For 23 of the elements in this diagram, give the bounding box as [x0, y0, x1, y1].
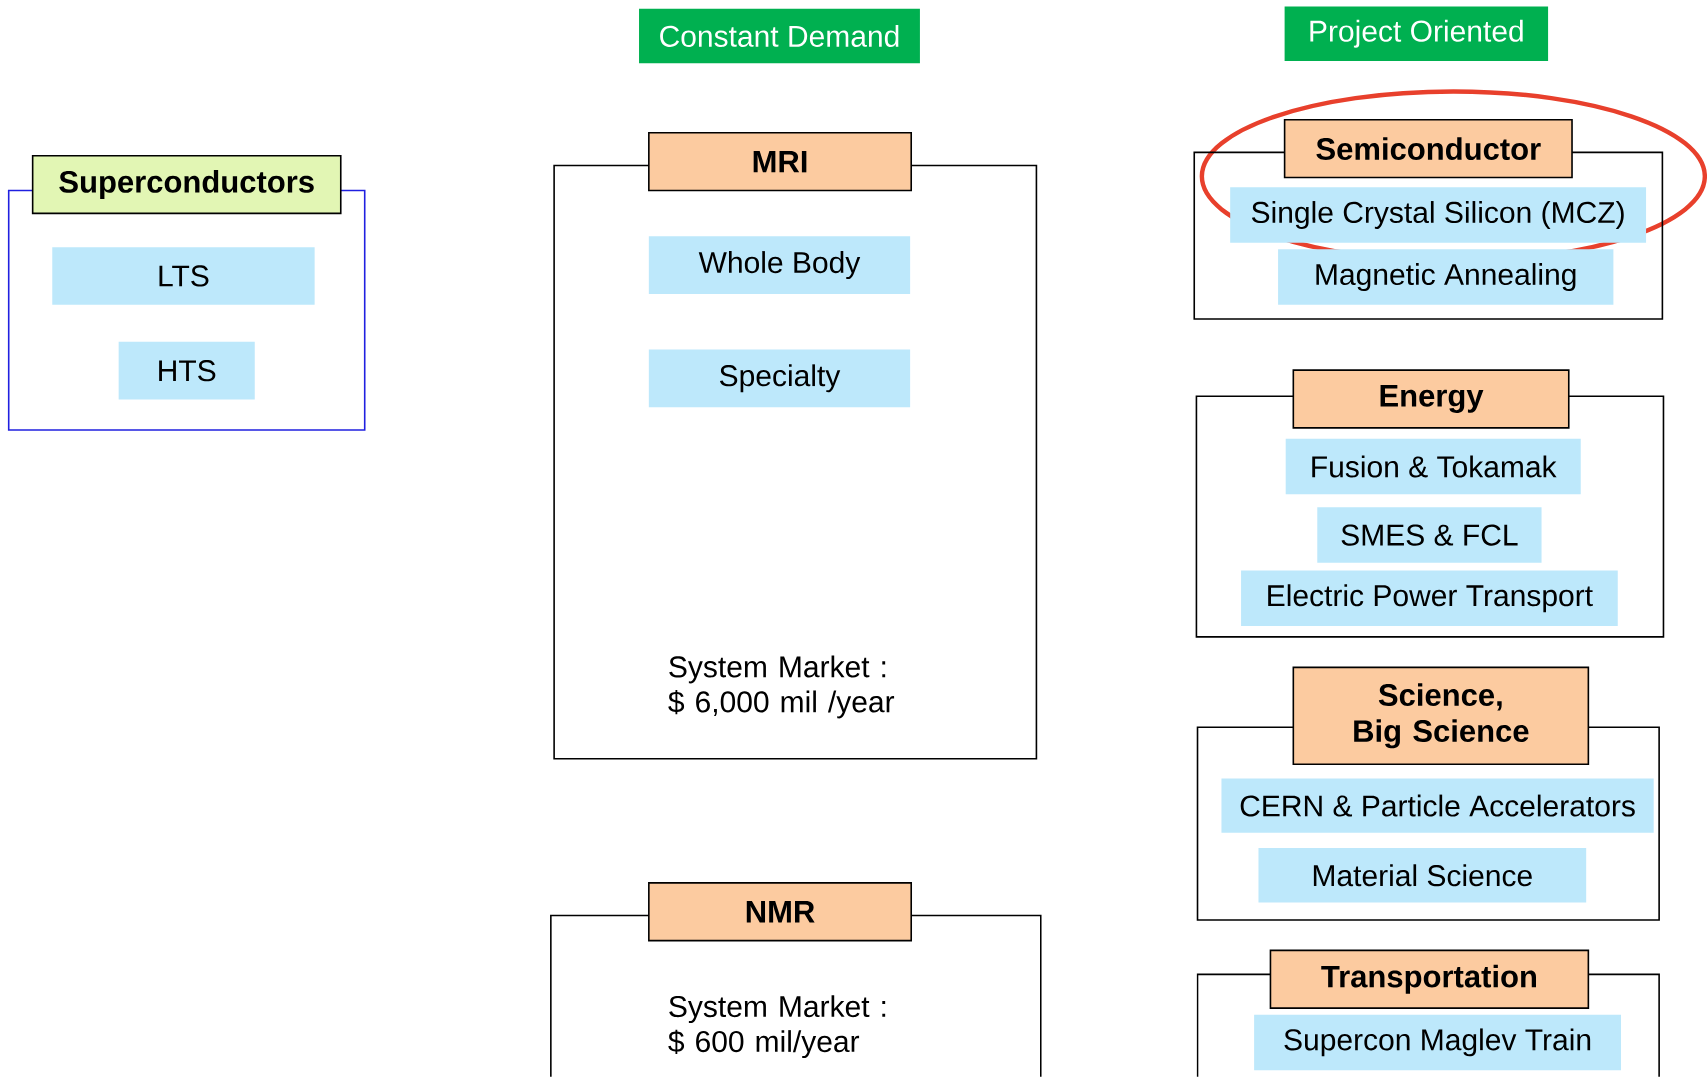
category-label: Project Oriented	[1284, 6, 1549, 62]
item-box: CERN & Particle Accelerators	[1221, 778, 1654, 833]
heading-tab: MRI	[648, 132, 912, 192]
heading-tab: Transportation	[1269, 949, 1590, 1010]
item-box: Magnetic Annealing	[1278, 249, 1614, 305]
item-box: Specialty	[648, 349, 911, 408]
heading-tab: NMR	[648, 882, 912, 942]
market-text: System Market : $ 600 mil/year	[668, 995, 886, 1059]
heading-tab: Superconductors	[31, 155, 342, 215]
item-box: Electric Power Transport	[1241, 570, 1618, 627]
heading-tab: Energy	[1292, 369, 1570, 429]
heading-tab: Science, Big Science	[1292, 666, 1590, 766]
item-box: Material Science	[1258, 848, 1587, 903]
item-box: SMES & FCL	[1317, 507, 1542, 563]
item-box: LTS	[52, 247, 315, 305]
category-label: Constant Demand	[639, 8, 920, 64]
item-box: Whole Body	[648, 236, 911, 295]
heading-tab: Semiconductor	[1283, 119, 1573, 179]
item-box: Fusion & Tokamak	[1285, 438, 1581, 495]
item-box: Single Crystal Silicon (MCZ)	[1230, 187, 1647, 243]
item-box: Supercon Maglev Train	[1254, 1014, 1621, 1071]
market-text: System Market : $ 6,000 mil /year	[668, 655, 895, 719]
item-box: HTS	[118, 342, 255, 400]
